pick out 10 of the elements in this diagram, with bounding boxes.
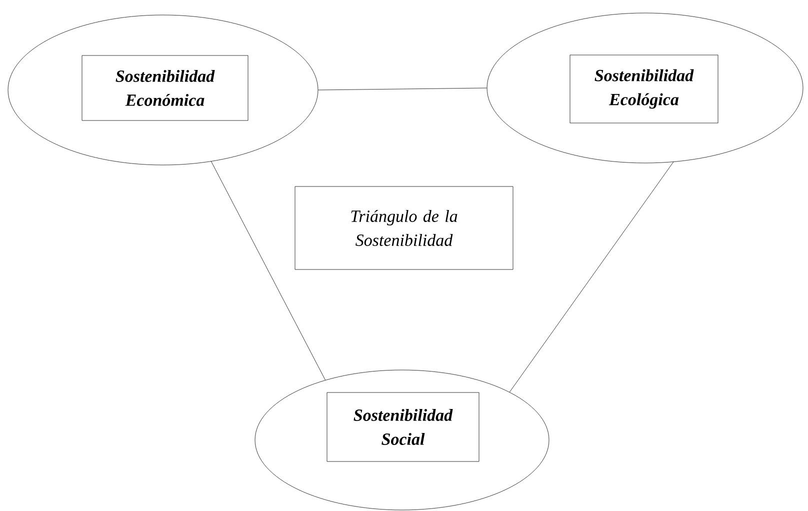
ellipse-shape xyxy=(8,14,318,166)
text-box: Sostenibilidad Ecológica xyxy=(570,54,718,124)
text-box: Sostenibilidad Económica xyxy=(82,55,248,121)
connector-line xyxy=(211,161,326,380)
text-box: Triángulo de la Sostenibilidad xyxy=(294,186,514,270)
connector-line xyxy=(318,88,487,90)
ellipse-shape xyxy=(486,12,804,164)
ellipse-shape xyxy=(254,370,550,510)
text-box: Sostenibilidad Social xyxy=(326,392,480,462)
connector-line xyxy=(509,162,674,392)
